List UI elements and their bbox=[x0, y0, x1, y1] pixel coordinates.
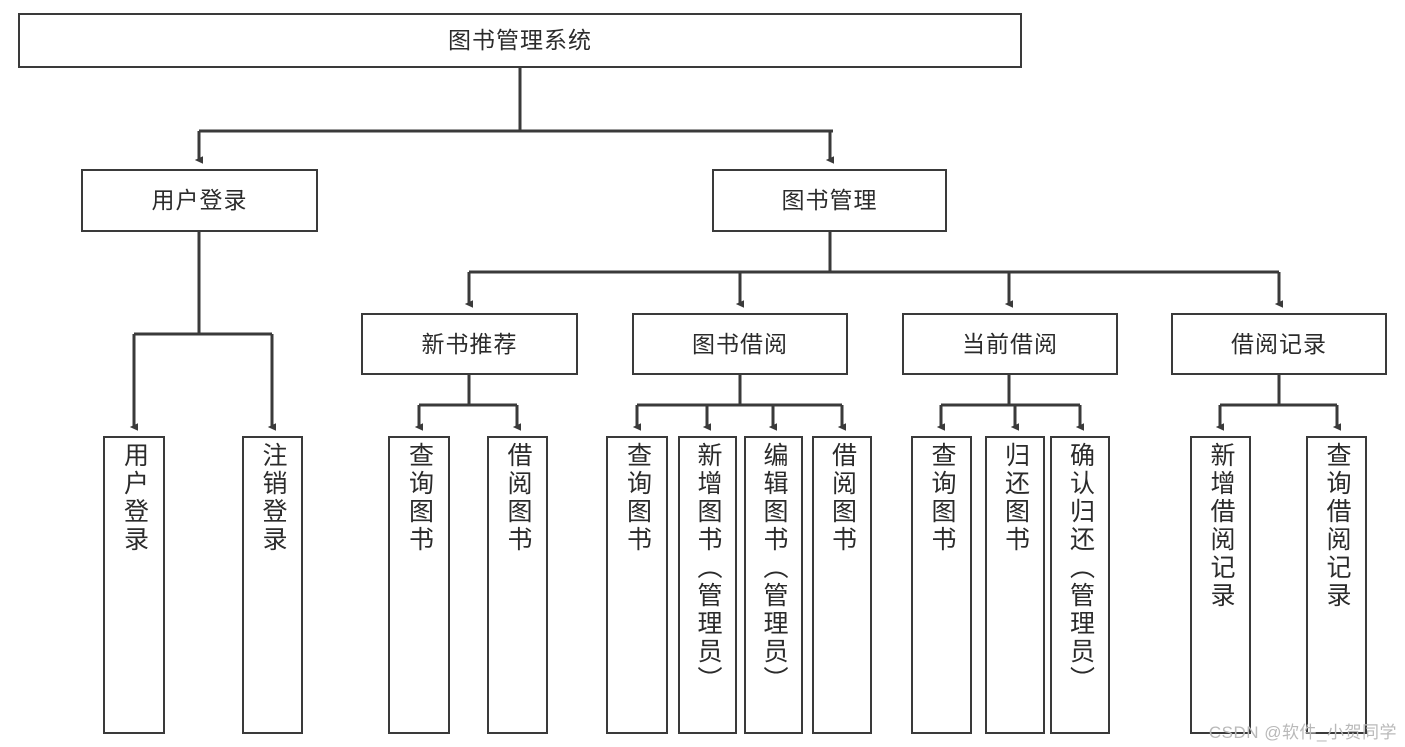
node-label: 图书借阅 bbox=[692, 330, 788, 357]
node-label: 用户登录 bbox=[120, 442, 149, 554]
node-label: 新增图书（管理员） bbox=[694, 442, 722, 694]
node-label: 查询图书 bbox=[623, 442, 652, 554]
node-borrow-records[interactable]: 借阅记录 bbox=[1171, 313, 1387, 375]
node-leaf-user-login[interactable]: 用户登录 bbox=[103, 436, 165, 734]
node-label: 查询借阅记录 bbox=[1323, 442, 1351, 610]
node-leaf-edit-book-admin[interactable]: 编辑图书（管理员） bbox=[744, 436, 803, 734]
node-label: 查询图书 bbox=[928, 442, 956, 554]
node-user-login[interactable]: 用户登录 bbox=[81, 169, 318, 232]
node-leaf-return-books[interactable]: 归还图书 bbox=[985, 436, 1045, 734]
node-new-book-recommendation[interactable]: 新书推荐 bbox=[361, 313, 578, 375]
node-leaf-add-book-admin[interactable]: 新增图书（管理员） bbox=[678, 436, 737, 734]
node-label: 当前借阅 bbox=[962, 330, 1058, 357]
node-book-borrowing[interactable]: 图书借阅 bbox=[632, 313, 848, 375]
node-label: 借阅图书 bbox=[504, 442, 532, 554]
node-label: 图书管理 bbox=[781, 187, 878, 214]
node-label: 编辑图书（管理员） bbox=[760, 442, 788, 694]
node-label: 借阅图书 bbox=[828, 442, 857, 554]
node-label: 用户登录 bbox=[151, 187, 248, 214]
watermark: CSDN @软件_小贺同学 bbox=[1208, 723, 1397, 742]
node-leaf-borrow-books[interactable]: 借阅图书 bbox=[812, 436, 872, 734]
node-leaf-query-borrow-record[interactable]: 查询借阅记录 bbox=[1306, 436, 1367, 734]
node-label: 查询图书 bbox=[405, 442, 434, 554]
node-current-borrowing[interactable]: 当前借阅 bbox=[902, 313, 1118, 375]
node-label: 图书管理系统 bbox=[448, 27, 592, 54]
node-label: 确认归还（管理员） bbox=[1066, 442, 1095, 694]
node-leaf-query-books-borrow[interactable]: 查询图书 bbox=[606, 436, 668, 734]
node-leaf-add-borrow-record[interactable]: 新增借阅记录 bbox=[1190, 436, 1251, 734]
node-leaf-confirm-return-admin[interactable]: 确认归还（管理员） bbox=[1050, 436, 1110, 734]
node-leaf-borrow-books-newbook[interactable]: 借阅图书 bbox=[487, 436, 548, 734]
node-leaf-logout[interactable]: 注销登录 bbox=[242, 436, 303, 734]
node-root-book-management-system[interactable]: 图书管理系统 bbox=[18, 13, 1022, 68]
node-label: 注销登录 bbox=[259, 442, 287, 554]
node-label: 新书推荐 bbox=[421, 330, 518, 357]
node-leaf-query-books-newbook[interactable]: 查询图书 bbox=[388, 436, 450, 734]
node-label: 归还图书 bbox=[1001, 442, 1030, 554]
node-label: 借阅记录 bbox=[1231, 330, 1327, 357]
node-book-management[interactable]: 图书管理 bbox=[712, 169, 947, 232]
node-leaf-query-books-current[interactable]: 查询图书 bbox=[911, 436, 972, 734]
node-label: 新增借阅记录 bbox=[1207, 442, 1235, 610]
